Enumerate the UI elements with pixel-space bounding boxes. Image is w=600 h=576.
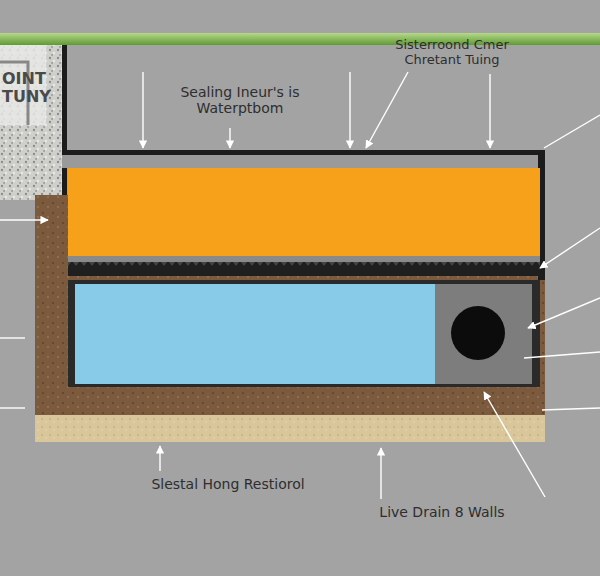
sand-base: [35, 415, 545, 442]
caption-label: Sealing Ineur's is Waterptbom: [165, 84, 315, 116]
caption-label: OINT TUNY: [2, 70, 48, 107]
drain-box: [435, 284, 532, 384]
concrete-gap: [62, 155, 545, 168]
caption-label: Sisterroond Cmer Chretant Tuing: [372, 38, 532, 68]
caption-label: Slestal Hong Restiorol: [128, 476, 328, 492]
gravel-column: [0, 45, 64, 200]
drain-pipe: [451, 306, 505, 360]
leader-lines: [0, 72, 600, 499]
separator: [68, 256, 540, 262]
drainage-membrane: [68, 262, 540, 276]
top-slab: [62, 150, 545, 155]
grass-strip: [0, 33, 600, 45]
water-chamber: [75, 284, 435, 384]
insulation-layer: [68, 168, 540, 256]
caption-label: Live Drain 8 Walls: [362, 504, 522, 520]
chamber-frame: [68, 280, 540, 387]
